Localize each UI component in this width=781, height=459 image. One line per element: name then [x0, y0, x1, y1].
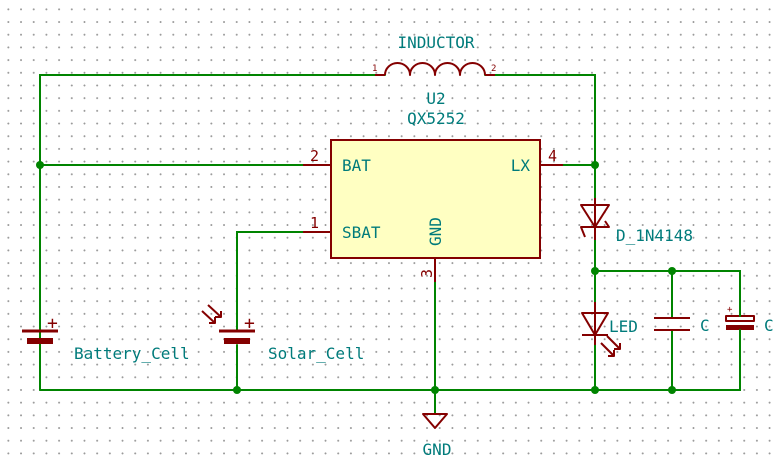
- solar-plus-sign: +: [244, 313, 255, 334]
- solar-cell[interactable]: + Solar_Cell: [201, 299, 364, 363]
- polarized-capacitor-plus-sign: +: [727, 305, 733, 315]
- diode-label: D_1N4148: [616, 226, 693, 245]
- battery-cell[interactable]: + Battery_Cell: [22, 299, 190, 363]
- pin-gnd-name: GND: [426, 217, 445, 246]
- ground-label: GND: [423, 440, 452, 459]
- junction-dot: [668, 267, 676, 275]
- diode-cathode-bar: [580, 220, 610, 238]
- junction-dot: [431, 386, 439, 394]
- ic-value: QX5252: [407, 109, 465, 128]
- junction-dot: [591, 267, 599, 275]
- led-label: LED: [609, 317, 638, 336]
- led[interactable]: LED: [581, 302, 638, 357]
- wire-top-right[interactable]: [484, 74, 596, 199]
- polarized-capacitor-label: C: [764, 316, 774, 335]
- solar-light-arrows-icon: [201, 304, 222, 324]
- inductor-label: INDUCTOR: [397, 33, 474, 52]
- inductor[interactable]: INDUCTOR 1 2: [372, 33, 496, 76]
- pin-lx-number: 4: [548, 147, 557, 165]
- ic-reference: U2: [426, 89, 445, 108]
- capacitor-label: C: [700, 316, 710, 335]
- solar-plate-negative: [224, 338, 250, 344]
- wires: [39, 74, 741, 414]
- solar-label: Solar_Cell: [268, 344, 364, 363]
- led-triangle: [581, 312, 609, 336]
- led-emission-arrows-icon: [600, 335, 621, 357]
- junctions: [36, 161, 676, 394]
- junction-dot: [36, 161, 44, 169]
- diode-triangle: [580, 204, 610, 228]
- ic-u2[interactable]: U2 QX5252 BAT SBAT LX GND 2 1 4 3: [303, 89, 563, 282]
- pin-gnd-number: 3: [418, 269, 436, 278]
- polarized-capacitor[interactable]: + C: [725, 299, 774, 346]
- inductor-pin1-number: 1: [372, 64, 377, 74]
- pin-sbat-number: 1: [310, 214, 319, 232]
- inductor-coil: [384, 62, 486, 76]
- pin-sbat-name: SBAT: [342, 223, 381, 242]
- pin-bat-name: BAT: [342, 156, 371, 175]
- ground-icon: [422, 413, 448, 429]
- ground-symbol[interactable]: GND: [422, 413, 452, 459]
- inductor-pin2-number: 2: [491, 64, 496, 74]
- junction-dot: [591, 161, 599, 169]
- wire-bottom-rail[interactable]: [39, 344, 741, 391]
- wire-sbat[interactable]: [236, 231, 304, 301]
- pin-lx-name: LX: [511, 156, 531, 175]
- battery-plate-negative: [27, 338, 53, 344]
- battery-plus-sign: +: [47, 313, 58, 334]
- junction-dot: [591, 386, 599, 394]
- junction-dot: [233, 386, 241, 394]
- junction-dot: [668, 386, 676, 394]
- battery-label: Battery_Cell: [74, 344, 190, 363]
- pin-bat-number: 2: [310, 147, 319, 165]
- polarized-capacitor-plate-bottom: [726, 325, 754, 330]
- diode-1n4148[interactable]: D_1N4148: [580, 198, 693, 245]
- wire-top-left[interactable]: [39, 74, 386, 368]
- capacitor[interactable]: C: [654, 316, 710, 335]
- wire-cap-bus[interactable]: [594, 270, 741, 301]
